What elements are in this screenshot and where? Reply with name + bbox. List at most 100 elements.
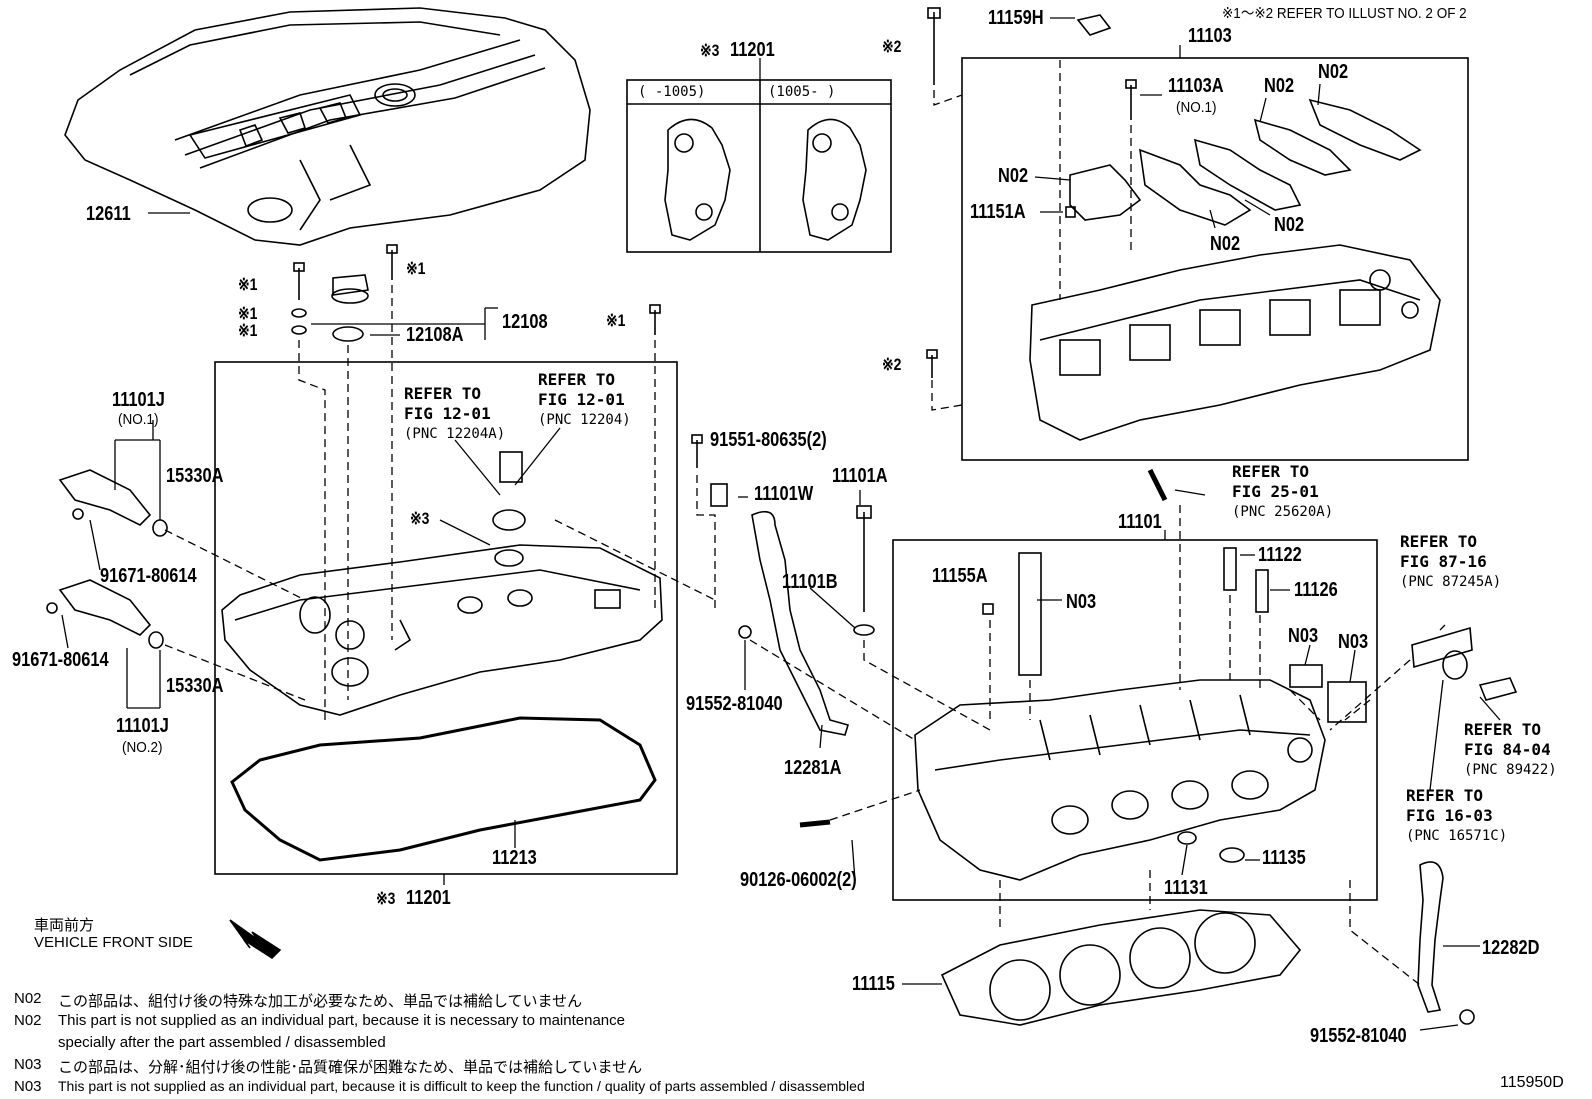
label-11103: 11103: [1188, 25, 1232, 47]
note-code: N03: [14, 1056, 42, 1073]
label-N03-a: N03: [1066, 591, 1097, 613]
mark1-b: ※1: [406, 259, 426, 278]
refer-89422: REFER TO FIG 84-04 (PNC 89422): [1464, 720, 1557, 780]
label-12281A: 12281A: [784, 757, 842, 779]
label-N03-b: N03: [1288, 625, 1319, 647]
label-91552-b: 91552-81040: [1310, 1025, 1407, 1047]
label-91671-b: 91671-80614: [12, 649, 109, 671]
inset-box-11201: [626, 79, 892, 253]
refer-pnc: (PNC 25620A): [1232, 504, 1334, 520]
cover-assembly-box: [214, 361, 678, 875]
cylinder-head-drawing: [914, 679, 1326, 881]
small-parts-drawing: [46, 7, 1518, 1025]
label-N02-d: N02: [1274, 214, 1305, 236]
engine-cover-drawing: [64, 7, 591, 246]
note-line: This part is not supplied as an individu…: [58, 1012, 625, 1029]
label-N02-b: N02: [1318, 61, 1349, 83]
label-11103A: 11103A: [1168, 75, 1224, 97]
dashed-lines: [164, 60, 1421, 986]
inset-label-right: (1005- ): [768, 84, 836, 100]
refer-pnc: (PNC 12204): [538, 412, 631, 428]
label-N03-c: N03: [1338, 631, 1369, 653]
refer-fig: FIG 87-16: [1400, 552, 1487, 571]
refer-title: REFER TO: [538, 370, 616, 389]
label-11101J-b: 11101J: [116, 715, 169, 737]
label-11103A-no1: (NO.1): [1176, 99, 1217, 116]
label-15330A-a: 15330A: [166, 465, 224, 487]
refer-pnc: (PNC 89422): [1464, 762, 1557, 778]
mark2-mid: ※2: [882, 355, 902, 374]
refer-fig: FIG 16-03: [1406, 806, 1493, 825]
inset-label-left: ( -1005): [638, 84, 706, 100]
note-line: This part is not supplied as an individu…: [58, 1078, 865, 1094]
front-side-en: VEHICLE FRONT SIDE: [34, 934, 193, 951]
note-code: N02: [14, 1012, 42, 1029]
label-11101J-no2: (NO.2): [122, 739, 163, 756]
mark1-d: ※1: [238, 321, 258, 340]
figure-code: 115950D: [1500, 1074, 1564, 1091]
label-N02-e: N02: [1210, 233, 1241, 255]
label-91671-a: 91671-80614: [100, 565, 197, 587]
mark1-e: ※1: [606, 311, 626, 330]
label-11131: 11131: [1164, 877, 1208, 899]
head-cover-drawing: [221, 544, 663, 716]
note-code: N03: [14, 1078, 42, 1095]
refer-pnc: (PNC 87245A): [1400, 574, 1502, 590]
label-11101J-no1: (NO.1): [118, 411, 159, 428]
label-91552-a: 91552-81040: [686, 693, 783, 715]
refer-fig: FIG 12-01: [538, 390, 625, 409]
note-line: この部品は、組付け後の特殊な加工が必要なため、単品では補給していません: [58, 993, 583, 1010]
refer-pnc: (PNC 16571C): [1406, 828, 1508, 844]
refer-fig: FIG 25-01: [1232, 482, 1319, 501]
refer-title: REFER TO: [404, 384, 482, 403]
refer-12204A: REFER TO FIG 12-01 (PNC 12204A): [404, 384, 505, 444]
head-assembly-box: [892, 539, 1378, 901]
label-11101: 11101: [1118, 511, 1162, 533]
refer-25620A: REFER TO FIG 25-01 (PNC 25620A): [1232, 462, 1333, 522]
mark3-box: ※3: [410, 509, 430, 528]
label-90126: 90126-06002(2): [740, 869, 857, 891]
label-11135: 11135: [1262, 847, 1306, 869]
refer-title: REFER TO: [1406, 786, 1484, 805]
leader-lines: [61, 17, 1501, 1031]
cam-housing-drawing: [1029, 98, 1441, 441]
label-11201-top: 11201: [730, 39, 775, 61]
label-91551: 91551-80635(2): [710, 429, 827, 451]
label-11101B: 11101B: [782, 571, 838, 593]
label-11213: 11213: [492, 847, 537, 869]
note-line: specially after the part assembled / dis…: [58, 1034, 386, 1051]
refer-87245A: REFER TO FIG 87-16 (PNC 87245A): [1400, 532, 1501, 592]
label-12108: 12108: [502, 311, 548, 333]
label-12282D: 12282D: [1482, 937, 1540, 959]
mark1-a: ※1: [238, 275, 258, 294]
refer-title: REFER TO: [1232, 462, 1310, 481]
label-11201-bottom: 11201: [406, 887, 451, 909]
refer-12204: REFER TO FIG 12-01 (PNC 12204): [538, 370, 631, 430]
mark2-top: ※2: [882, 37, 902, 56]
front-arrow-icon: [229, 919, 282, 960]
refer-pnc: (PNC 12204A): [404, 426, 506, 442]
refer-fig: FIG 84-04: [1464, 740, 1551, 759]
note-line: この部品は、分解･組付け後の性能･品質確保が困難なため、単品では補給していません: [58, 1059, 643, 1076]
label-12611: 12611: [86, 203, 131, 225]
label-11159H: 11159H: [988, 7, 1044, 29]
label-12108A: 12108A: [406, 324, 464, 346]
label-N02-c: N02: [998, 165, 1029, 187]
refer-title: REFER TO: [1400, 532, 1478, 551]
mark3-top: ※3: [700, 41, 720, 60]
label-11126: 11126: [1294, 579, 1338, 601]
gasket-11213-drawing: [230, 716, 657, 862]
front-side-jp: 車両前方: [34, 917, 95, 934]
label-11115: 11115: [852, 973, 895, 995]
label-11155A: 11155A: [932, 565, 988, 587]
refer-16571C: REFER TO FIG 16-03 (PNC 16571C): [1406, 786, 1507, 846]
label-11151A: 11151A: [970, 201, 1026, 223]
label-11101W: 11101W: [754, 483, 814, 505]
label-11122: 11122: [1258, 544, 1302, 566]
mark3-bottom: ※3: [376, 889, 396, 908]
label-N02-a: N02: [1264, 75, 1295, 97]
refer-fig: FIG 12-01: [404, 404, 491, 423]
head-gasket-drawing: [940, 909, 1302, 1026]
header-note: ※1～※2 REFER TO ILLUST NO. 2 OF 2: [1222, 5, 1467, 22]
label-11101J-a: 11101J: [112, 389, 165, 411]
